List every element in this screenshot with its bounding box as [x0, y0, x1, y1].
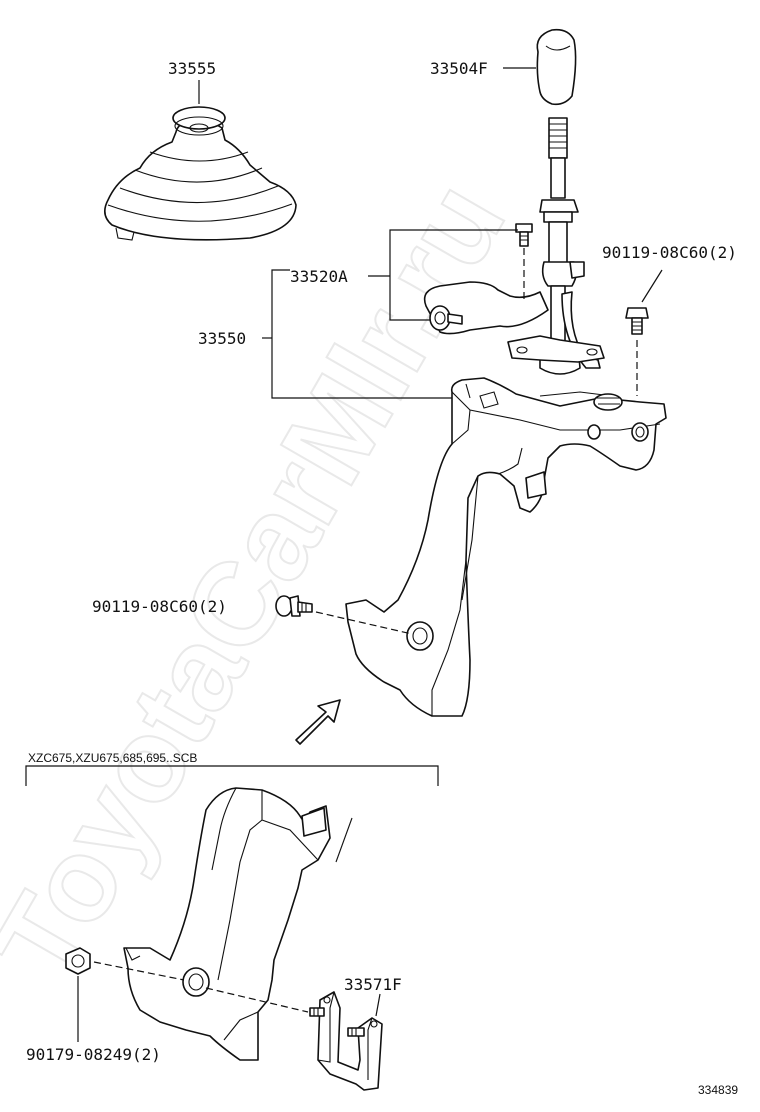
flange-bolt-left: [275, 595, 313, 617]
diagram-id: 334839: [698, 1083, 738, 1097]
shift-lever-base-variant: [123, 787, 353, 1061]
callout-nut: 90179-08249(2): [26, 1045, 161, 1064]
dash-bolt-left: [315, 611, 413, 635]
bracket-shift-assembly: [271, 269, 452, 399]
variant-bracket: [25, 765, 439, 786]
dash-bracket: [205, 987, 309, 1013]
small-bolt-top: [515, 223, 533, 247]
shift-lever-base: [345, 377, 667, 717]
callout-bolt-left: 90119-08C60(2): [92, 597, 227, 616]
shift-lever-shaft: [539, 117, 601, 375]
callout-lever-sub: 33520A: [290, 267, 348, 286]
leader-bracket: [375, 993, 381, 1017]
callout-shift-assembly: 33550: [198, 329, 246, 348]
callout-boot: 33555: [168, 59, 216, 78]
variant-note: XZC675,XZU675,685,695..SCB: [28, 751, 197, 765]
mounting-bracket: [309, 991, 383, 1091]
callout-bolt-upper-right: 90119-08C60(2): [602, 243, 737, 262]
view-arrow: [295, 699, 341, 745]
nut: [65, 947, 91, 975]
callout-bracket: 33571F: [344, 975, 402, 994]
shift-lever-sub-assembly: [423, 281, 605, 363]
flange-bolt-upper-right: [625, 307, 649, 335]
callout-knob: 33504F: [430, 59, 488, 78]
dash-nut: [93, 961, 185, 981]
leader-bolt-upper-right: [641, 269, 663, 303]
shift-lever-boot: [104, 106, 297, 241]
bracket-lever-sub: [389, 229, 518, 321]
shift-knob: [536, 28, 577, 106]
